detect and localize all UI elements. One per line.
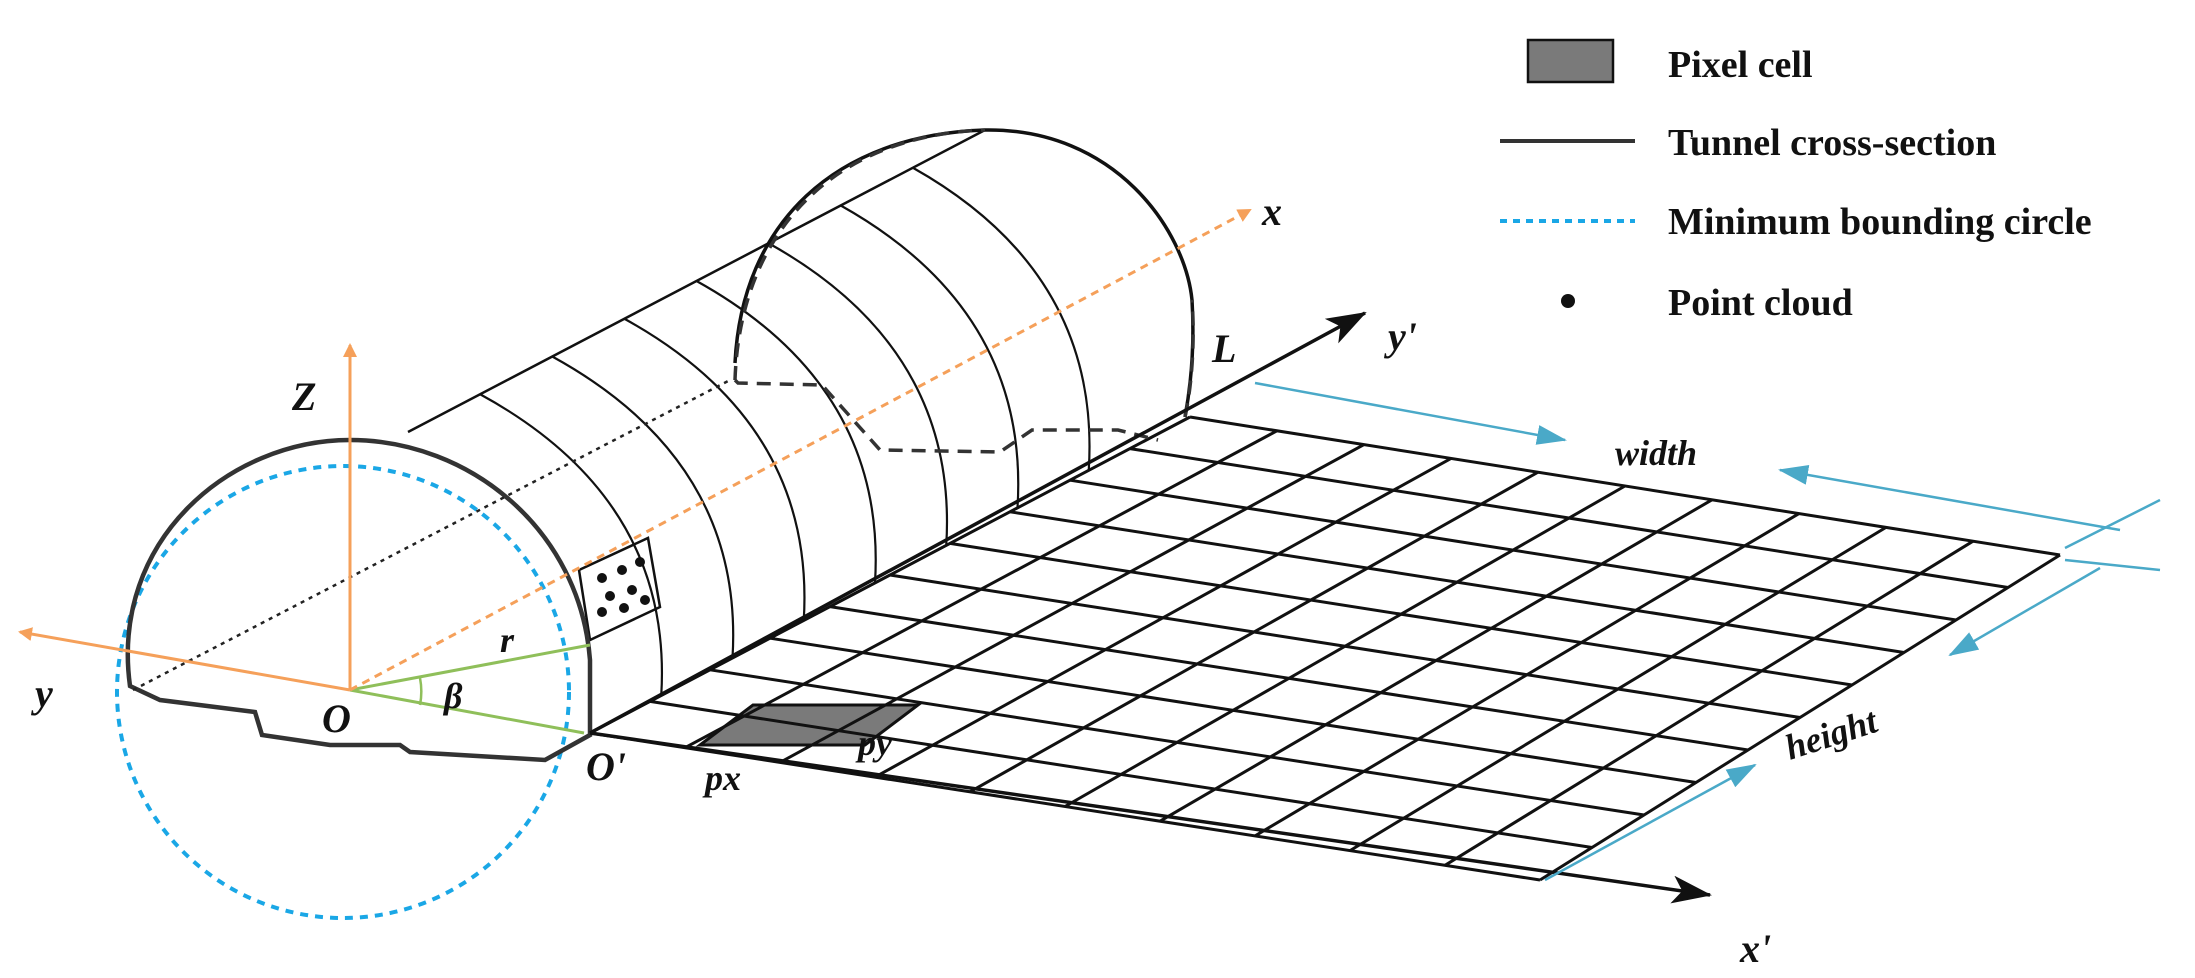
- grid-col-line: [1349, 526, 1887, 852]
- label-y-prime: y': [1384, 314, 1417, 359]
- point-cloud-cell: [577, 536, 662, 642]
- grid-col-line: [969, 470, 1539, 794]
- dimension-arrows: [1254, 381, 2161, 882]
- width-arrow-right: [1778, 465, 2121, 532]
- grid-col-line: [779, 443, 1365, 764]
- legend-item-pixel-cell: Pixel cell: [1526, 38, 1813, 86]
- label-y: y: [31, 671, 53, 716]
- radius-lines: [349, 643, 591, 735]
- label-height: height: [1780, 700, 1883, 767]
- label-r: r: [500, 620, 515, 660]
- y-axis: [18, 627, 351, 692]
- grid-col-line: [1254, 512, 1800, 838]
- label-o-prime: O': [586, 744, 626, 789]
- tunnel-rib: [695, 280, 877, 583]
- grid-col-line: [1539, 553, 2061, 882]
- plane-axes: [589, 311, 1712, 904]
- far-end-dashed-section: [733, 128, 1195, 454]
- height-arrow-bottom: [1544, 763, 1757, 882]
- label-beta: β: [442, 676, 463, 716]
- label-x: x: [1261, 189, 1282, 234]
- label-py: py: [855, 723, 893, 763]
- legend: Pixel cell Tunnel cross-section Minimum …: [1500, 38, 2092, 324]
- legend-item-tunnel-cross-section: Tunnel cross-section: [1500, 122, 1996, 164]
- legend-item-point-cloud: Point cloud: [1561, 282, 1853, 324]
- grid-col-line: [874, 457, 1452, 779]
- tunnel-body: [407, 128, 1195, 735]
- y-prime-axis: [589, 311, 1367, 735]
- label-px: px: [702, 758, 741, 798]
- tunnel-rib: [912, 166, 1091, 471]
- minimum-bounding-circle: [115, 464, 571, 920]
- tunnel-rib: [551, 355, 735, 659]
- tunnel-rib: [623, 317, 806, 621]
- grid-col-line: [1444, 539, 1974, 867]
- tunnel-rib: [768, 242, 949, 546]
- height-tick: [2064, 558, 2161, 572]
- tunnel-rib: [840, 204, 1020, 508]
- legend-label: Minimum bounding circle: [1668, 201, 2092, 243]
- legend-label: Point cloud: [1668, 282, 1853, 324]
- label-o: O: [322, 696, 351, 741]
- legend-label: Tunnel cross-section: [1668, 122, 1996, 164]
- width-tick: [2064, 498, 2161, 550]
- label-x-prime: x': [1739, 926, 1771, 971]
- x-prime-axis: [589, 731, 1712, 904]
- grid-col-line: [1064, 484, 1626, 808]
- label-l: L: [1211, 326, 1236, 371]
- legend-label: Pixel cell: [1668, 44, 1813, 86]
- grid-col-line: [1159, 498, 1713, 823]
- x-axis: [349, 208, 1252, 692]
- label-width: width: [1615, 433, 1697, 473]
- grid-col-line: [684, 429, 1278, 750]
- dotted-back-line: [132, 378, 731, 692]
- label-z: Z: [291, 374, 316, 419]
- width-arrow-left: [1254, 381, 1567, 445]
- gray-rect-icon: [1526, 38, 1615, 84]
- unrolled-grid: [589, 415, 2061, 882]
- tunnel-far-arc: [733, 128, 1195, 418]
- height-arrow-top: [1948, 566, 2101, 657]
- legend-item-minimum-bounding-circle: Minimum bounding circle: [1500, 201, 2092, 243]
- dot-icon: [1561, 294, 1575, 308]
- tunnel-rib: [479, 393, 664, 696]
- orange-axes: [18, 208, 1252, 692]
- tunnel-cross-section: [125, 437, 593, 763]
